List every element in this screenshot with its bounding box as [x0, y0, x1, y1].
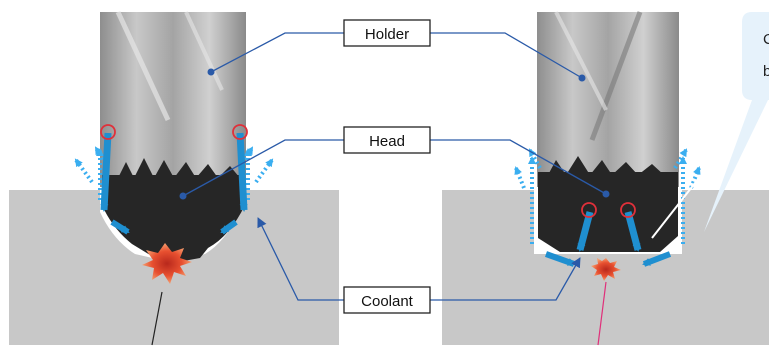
left-panel [9, 10, 339, 346]
left-head [102, 175, 245, 262]
label-head-text: Head [369, 133, 405, 150]
right-head [538, 172, 678, 252]
left-coolant-arrows [100, 132, 248, 212]
right-coolant-arrows [576, 211, 642, 252]
left-heat-burst [142, 243, 192, 284]
callout-line-1: C [763, 31, 769, 48]
left-coolant-dashed [74, 146, 274, 200]
left-heat-pointer [151, 291, 163, 346]
label-holder: Holder [343, 19, 431, 47]
right-nozzle-right [620, 202, 636, 218]
left-nozzle-left [100, 124, 116, 140]
right-heat-burst [591, 258, 621, 281]
callout-line-2: b [763, 63, 769, 80]
right-panel [442, 11, 769, 346]
label-coolant-text: Coolant [361, 293, 414, 310]
leader-lines [182, 32, 607, 301]
left-holder-shank [100, 12, 246, 187]
right-heat-pointer [597, 281, 607, 346]
info-callout: C b [704, 12, 769, 232]
label-head: Head [343, 126, 431, 154]
right-coolant-dashed [514, 148, 701, 244]
right-nozzle-left [581, 202, 597, 218]
label-coolant: Coolant [343, 286, 431, 314]
left-nozzle-right [232, 124, 248, 140]
label-holder-text: Holder [365, 26, 409, 43]
